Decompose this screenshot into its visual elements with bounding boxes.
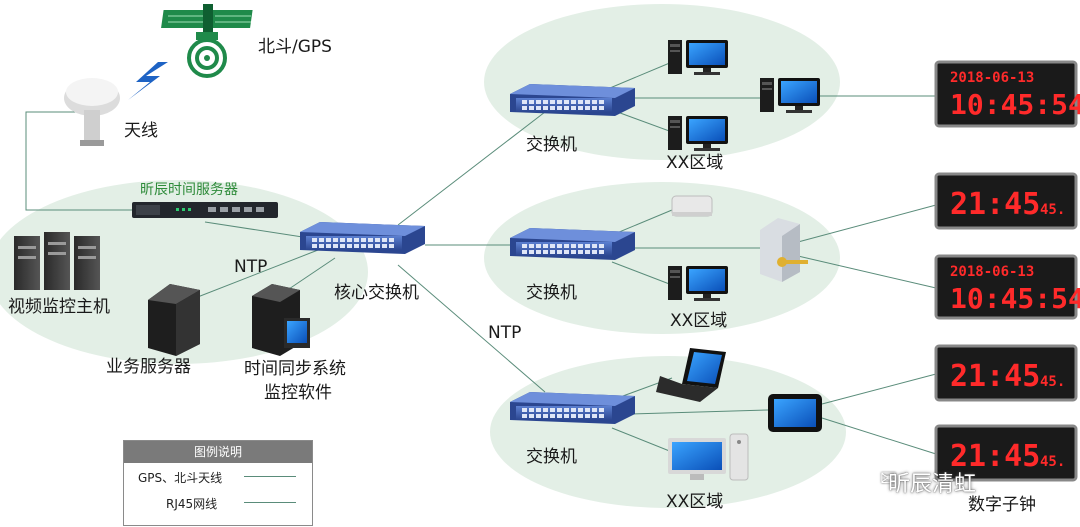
business-server-icon xyxy=(148,284,200,356)
legend: 图例说明 GPS、北斗天线 RJ45网线 xyxy=(123,440,313,526)
legend-gps-label: GPS、北斗天线 xyxy=(138,471,223,485)
cable-top-pc1 xyxy=(609,61,673,89)
switch-middle-label: 交换机 xyxy=(526,283,577,303)
time-server-icon xyxy=(132,202,278,218)
satellite-icon xyxy=(161,4,253,78)
cable-mid-mac xyxy=(611,209,673,236)
clock-5-time: 21:45 xyxy=(950,439,1040,474)
digital-clock-4: 21:45 45. xyxy=(934,344,1078,402)
ntp-label-center: NTP xyxy=(488,323,521,343)
clock-1-time: 10:45:54 xyxy=(950,88,1080,121)
antenna-cable xyxy=(25,111,140,211)
switch-top-label: 交换机 xyxy=(526,135,577,155)
legend-row-rj45: RJ45网线 xyxy=(124,489,312,515)
digital-clock-1: 2018-06-13 10:45:54 xyxy=(934,60,1080,128)
area-bottom-label: XX区域 xyxy=(666,492,723,512)
cable-core-bottom xyxy=(397,264,546,393)
clock-2-time: 21:45 xyxy=(950,187,1040,222)
cable-mid-clock1 xyxy=(797,204,937,243)
core-switch-icon xyxy=(300,222,425,254)
legend-row-gps: GPS、北斗天线 xyxy=(124,463,312,489)
cable-bot-tablet xyxy=(631,409,769,415)
server-with-key-icon xyxy=(760,218,808,282)
cable-bot-clock2 xyxy=(821,417,937,455)
legend-gps-line xyxy=(244,476,296,477)
wechat-icon: ✉ xyxy=(880,466,897,490)
sync-software-label-line2: 监控软件 xyxy=(264,383,332,403)
cable-mid-clock2 xyxy=(797,255,937,289)
sync-software-label-line1: 时间同步系统 xyxy=(244,359,346,379)
pc-bottom-icon xyxy=(668,433,749,481)
switch-top-icon xyxy=(510,84,635,116)
clock-4-time: 21:45 xyxy=(950,359,1040,394)
cable-mid-pc xyxy=(611,261,673,286)
legend-title: 图例说明 xyxy=(124,441,312,463)
clock-3-time: 10:45:54 xyxy=(950,282,1080,315)
cable-bot-pc xyxy=(611,427,673,453)
digital-clock-5: 21:45 45. xyxy=(934,424,1078,482)
watermark-text: 昕辰清虹 xyxy=(888,472,977,497)
legend-rj45-line xyxy=(244,502,296,503)
clock-5-seconds: 45. xyxy=(1040,454,1065,470)
switch-bottom-icon xyxy=(510,392,635,424)
antenna-label: 天线 xyxy=(124,121,158,141)
cable-top-pc3 xyxy=(611,109,673,133)
time-server-label: 昕辰时间服务器 xyxy=(140,182,238,198)
beidou-gps-label: 北斗/GPS xyxy=(258,37,332,57)
tablet-icon xyxy=(768,394,822,432)
core-switch-label: 核心交换机 xyxy=(334,283,419,303)
area-top-label: XX区域 xyxy=(666,153,723,173)
antenna-icon xyxy=(64,78,120,146)
signal-bolt-icon xyxy=(128,62,168,100)
zone-ellipse-middle xyxy=(484,182,840,334)
cable-bot-clock1 xyxy=(821,373,937,405)
clock-3-date: 2018-06-13 xyxy=(950,264,1034,280)
zone-ellipse-top xyxy=(484,4,840,160)
cable-core-top xyxy=(397,111,546,226)
video-host-label: 视频监控主机 xyxy=(8,297,110,317)
digital-clock-2: 21:45 45. xyxy=(934,172,1078,230)
video-host-icon xyxy=(14,232,100,290)
laptop-icon xyxy=(656,348,726,402)
business-server-label: 业务服务器 xyxy=(106,357,191,377)
clock-4-seconds: 45. xyxy=(1040,374,1065,390)
ntp-label-left: NTP xyxy=(234,257,267,277)
clock-2-seconds: 45. xyxy=(1040,202,1065,218)
cable-business-core xyxy=(189,249,319,301)
legend-rj45-label: RJ45网线 xyxy=(166,497,218,511)
digital-clock-label: 数字子钟 xyxy=(968,495,1036,515)
digital-clock-3: 2018-06-13 10:45:54 xyxy=(934,254,1080,320)
switch-middle-icon xyxy=(510,228,635,260)
area-middle-label: XX区域 xyxy=(670,311,727,331)
mac-mini-icon xyxy=(671,195,713,217)
switch-bottom-label: 交换机 xyxy=(526,447,577,467)
clock-1-date: 2018-06-13 xyxy=(950,70,1034,86)
sync-software-icon xyxy=(252,284,310,356)
